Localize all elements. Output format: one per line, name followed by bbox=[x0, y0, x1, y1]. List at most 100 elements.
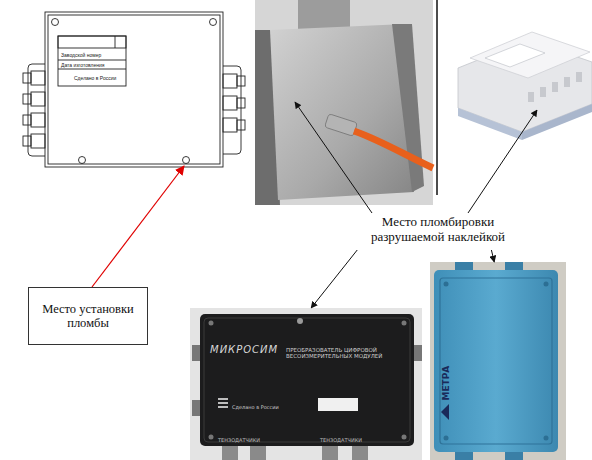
load-cell-side bbox=[392, 24, 424, 192]
orange-cable bbox=[354, 131, 433, 168]
port-label: ТЕНЗОДАТЧИКИ bbox=[320, 438, 380, 444]
cable-gland-nut bbox=[23, 73, 31, 83]
node-text: Место пломбировки разрушаемой наклейкой bbox=[353, 215, 523, 245]
brand-text: МЕТРА bbox=[441, 361, 451, 405]
photo-background bbox=[255, 0, 433, 205]
cable-gland bbox=[322, 446, 338, 460]
junction-box-drawing bbox=[23, 12, 245, 167]
cable-gland-nut bbox=[237, 76, 245, 86]
callout-arrow bbox=[491, 250, 494, 262]
terminals bbox=[528, 72, 582, 102]
cable-glands-right bbox=[223, 74, 245, 132]
logo-stripe bbox=[218, 406, 228, 408]
cable-gland bbox=[223, 74, 237, 88]
logo-stripe bbox=[218, 402, 228, 404]
port-label: ТЕНЗОДАТЧИКИ bbox=[218, 438, 278, 444]
leader-arrow bbox=[295, 102, 372, 213]
din-module-photo bbox=[458, 32, 592, 140]
separator-line bbox=[436, 0, 438, 195]
bottom-glands bbox=[222, 446, 368, 460]
screw-hole bbox=[183, 157, 190, 164]
screw bbox=[402, 321, 407, 326]
screw-hole bbox=[79, 157, 86, 164]
converter-box: МИКРОСИМПРЕОБРАЗОВАТЕЛЬ ЦИФРОВОЙ ВЕСОИЗМ… bbox=[190, 308, 422, 460]
node-text: Место установки пломбы bbox=[33, 302, 143, 331]
callout-box: Место установки пломбы bbox=[28, 287, 148, 345]
din-clip bbox=[522, 104, 592, 140]
screw bbox=[209, 321, 214, 326]
cable-glands-left bbox=[23, 71, 45, 148]
serial-sticker bbox=[318, 398, 358, 411]
cable-connector bbox=[325, 114, 358, 137]
cable-gland bbox=[31, 134, 45, 148]
cable-gland bbox=[31, 92, 45, 106]
load-cell-block bbox=[270, 24, 414, 200]
lid-edge bbox=[204, 318, 410, 442]
screw bbox=[402, 435, 407, 440]
cable-gland bbox=[31, 71, 45, 85]
callout-arrow bbox=[311, 250, 357, 308]
mounting-ear bbox=[28, 64, 45, 156]
red-leader-arrow bbox=[92, 166, 184, 287]
origin-text: Сделано в России bbox=[232, 405, 302, 411]
brand-text: МИКРОСИМ bbox=[210, 344, 290, 356]
plate-text: Дата изготовления bbox=[61, 63, 104, 68]
photo-background bbox=[430, 262, 566, 460]
module-top bbox=[470, 32, 590, 78]
box-lid-edge bbox=[48, 15, 220, 164]
cable-gland-nut bbox=[23, 136, 31, 146]
mounting-ear bbox=[223, 66, 241, 154]
screw bbox=[444, 282, 449, 287]
cable-gland bbox=[222, 446, 238, 460]
cable-gland-nut bbox=[23, 94, 31, 104]
cable-gland bbox=[352, 446, 368, 460]
terminal bbox=[576, 72, 582, 82]
label-plate-header bbox=[58, 36, 126, 48]
screw bbox=[544, 282, 549, 287]
load-cell-photo bbox=[255, 0, 437, 205]
metra-logo bbox=[441, 404, 449, 420]
converter-photo bbox=[190, 308, 422, 460]
metra-box-photo bbox=[430, 262, 566, 460]
screw bbox=[209, 435, 214, 440]
junction-box bbox=[434, 270, 558, 452]
label-plate bbox=[58, 36, 126, 86]
terminal bbox=[564, 77, 570, 87]
screw-hole bbox=[52, 19, 59, 26]
device-title: ПРЕОБРАЗОВАТЕЛЬ ЦИФРОВОЙ ВЕСОИЗМЕРИТЕЛЬН… bbox=[286, 347, 398, 360]
box-body bbox=[45, 12, 223, 167]
load-button bbox=[298, 0, 350, 30]
screw bbox=[444, 436, 449, 441]
plate-text: Сделано в России bbox=[74, 76, 116, 81]
screw bbox=[544, 436, 549, 441]
cable-gland bbox=[31, 113, 45, 127]
lid-edge bbox=[440, 278, 552, 444]
plate-line bbox=[58, 69, 126, 70]
plate-line bbox=[58, 60, 126, 61]
plate-text: Заводской номер bbox=[61, 53, 101, 58]
terminal bbox=[540, 87, 546, 97]
callout-text: Место пломбировки разрушаемой наклейкой bbox=[350, 210, 526, 250]
logo-stripe bbox=[218, 398, 228, 400]
leader-arrow bbox=[468, 110, 537, 213]
plate-line bbox=[115, 36, 116, 48]
junction-box: МЕТРА bbox=[430, 262, 566, 460]
cable-gland-nut bbox=[237, 120, 245, 130]
cable-gland-nut bbox=[237, 98, 245, 108]
screw bbox=[297, 318, 303, 324]
photo-background bbox=[190, 308, 422, 460]
terminal bbox=[552, 82, 558, 92]
cable-gland bbox=[223, 118, 237, 132]
cable-gland bbox=[250, 446, 266, 460]
module-label bbox=[485, 44, 545, 67]
logo-stripes bbox=[218, 398, 228, 408]
converter-box bbox=[200, 314, 414, 446]
cable-gland-nut bbox=[23, 115, 31, 125]
cable-gland bbox=[223, 96, 237, 110]
din-clip bbox=[458, 108, 522, 140]
terminal bbox=[528, 92, 534, 102]
screw-hole bbox=[210, 19, 217, 26]
